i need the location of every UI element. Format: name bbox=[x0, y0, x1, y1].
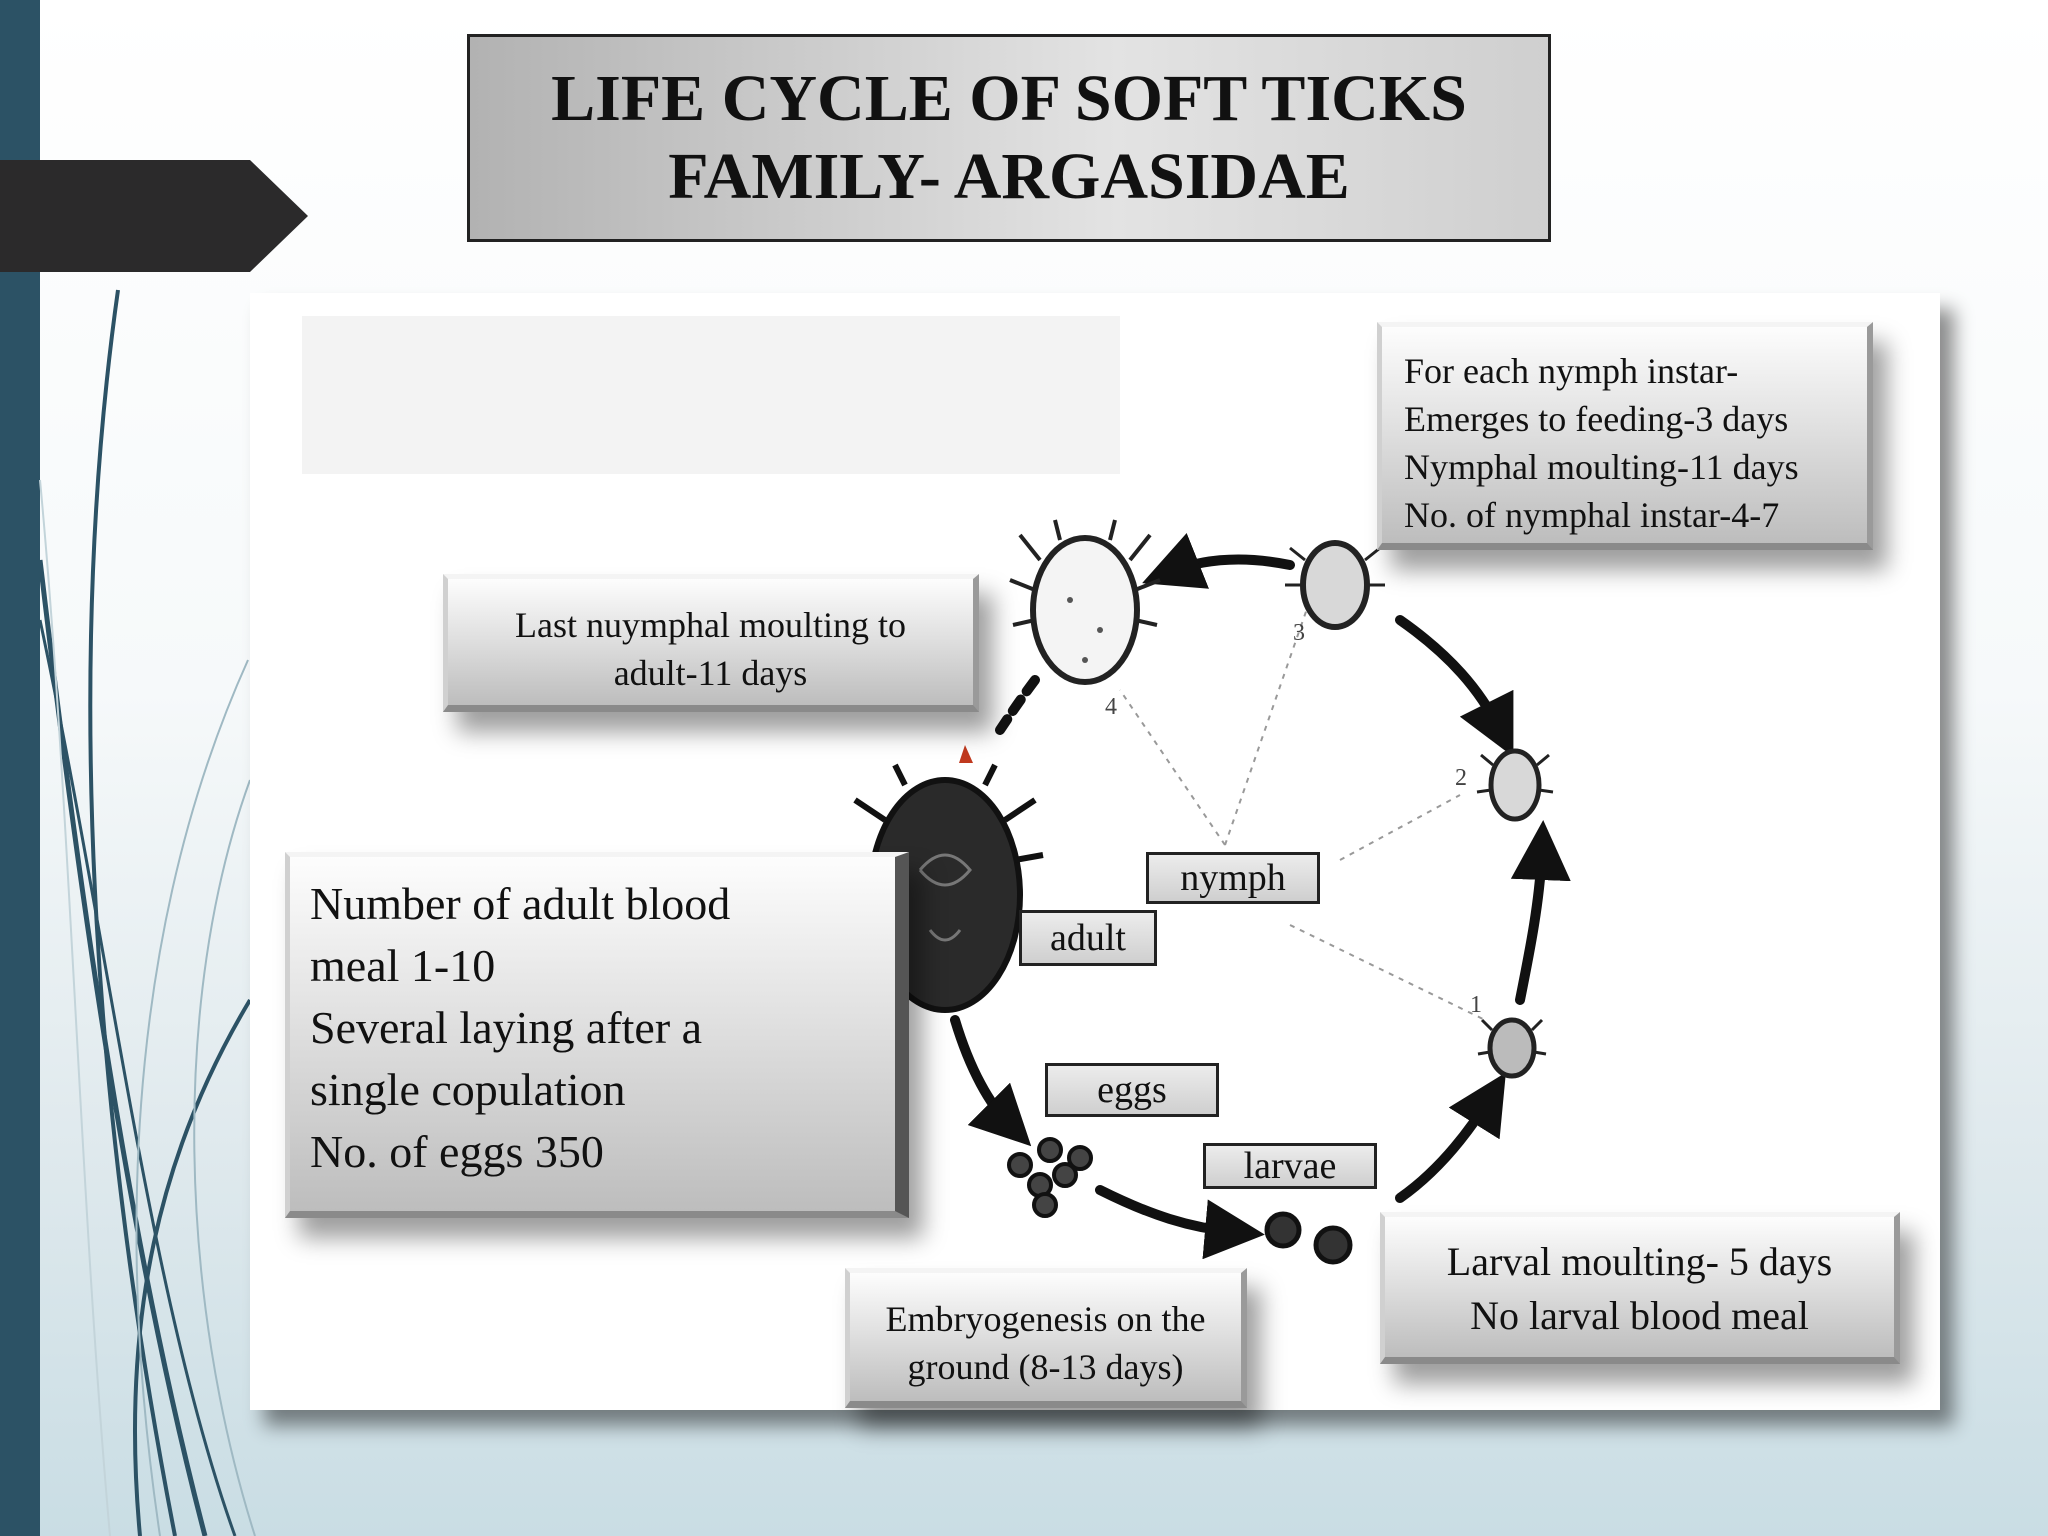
last-moult-line-2: adult-11 days bbox=[613, 653, 808, 693]
nymph-info-line-3: Nymphal moulting-11 days bbox=[1404, 447, 1799, 487]
adult-info-line-3: Several laying after a bbox=[310, 1002, 703, 1053]
title-line-2: FAMILY- ARGASIDAE bbox=[668, 140, 1350, 213]
blank-panel bbox=[302, 316, 1120, 474]
adult-label: adult bbox=[1019, 910, 1157, 966]
last-moult-box: Last nuymphal moulting to adult-11 days bbox=[443, 574, 979, 712]
arrow-nymph1-to-nymph2 bbox=[1510, 820, 1571, 1005]
larvae-label: larvae bbox=[1203, 1143, 1377, 1189]
arrow-nymph3-to-nymph4 bbox=[1142, 533, 1295, 589]
embryo-line-2: ground (8-13 days) bbox=[907, 1347, 1184, 1387]
larval-line-1: Larval moulting- 5 days bbox=[1446, 1239, 1833, 1284]
nymph-info-line-2: Emerges to feeding-3 days bbox=[1404, 399, 1789, 439]
arrow-eggs-to-larvae bbox=[1095, 1185, 1265, 1260]
arrow-nymph2-to-nymph3 bbox=[1395, 615, 1514, 757]
arrow-larvae-to-nymph1 bbox=[1395, 1072, 1506, 1203]
adult-info-line-1: Number of adult blood bbox=[310, 878, 731, 929]
slide-title: LIFE CYCLE OF SOFT TICKS FAMILY- ARGASID… bbox=[467, 34, 1551, 242]
embryo-line-1: Embryogenesis on the bbox=[885, 1299, 1206, 1339]
stage-numbers: 1 2 3 4 bbox=[1105, 620, 1482, 1018]
nymph-info-box: For each nymph instar- Emerges to feedin… bbox=[1377, 322, 1873, 550]
nymph-label: nymph bbox=[1146, 852, 1320, 904]
last-moult-line-1: Last nuymphal moulting to bbox=[515, 605, 906, 645]
nymph-info-line-1: For each nymph instar- bbox=[1404, 351, 1739, 391]
embryogenesis-box: Embryogenesis on the ground (8-13 days) bbox=[845, 1268, 1247, 1408]
nymph-1-tick bbox=[1477, 1017, 1547, 1079]
stage-number-2: 2 bbox=[1455, 765, 1467, 791]
egg-cluster bbox=[1007, 1137, 1093, 1218]
decorative-curves bbox=[37, 289, 256, 1536]
stage-number-4: 4 bbox=[1105, 694, 1117, 720]
nymph-3-tick bbox=[1285, 540, 1385, 630]
dotted-spokes bbox=[1119, 599, 1486, 1021]
nymph-4-tick bbox=[1009, 519, 1161, 685]
adult-info-line-2: meal 1-10 bbox=[310, 940, 496, 991]
cycle-arrows bbox=[950, 533, 1571, 1260]
stage-number-1: 1 bbox=[1470, 992, 1482, 1018]
stage-number-3: 3 bbox=[1293, 620, 1305, 646]
arrow-tab bbox=[0, 160, 308, 272]
eggs-label: eggs bbox=[1045, 1063, 1219, 1117]
adult-info-line-4: single copulation bbox=[310, 1064, 626, 1115]
nymph-info-line-4: No. of nymphal instar-4-7 bbox=[1404, 495, 1780, 535]
larval-info-box: Larval moulting- 5 days No larval blood … bbox=[1380, 1212, 1900, 1364]
adult-info-box: Number of adult blood meal 1-10 Several … bbox=[285, 852, 909, 1218]
arrow-nymph4-to-adult bbox=[995, 675, 1040, 735]
nymph-2-tick bbox=[1476, 748, 1554, 822]
red-marker bbox=[959, 745, 973, 763]
arrow-adult-to-eggs bbox=[950, 1015, 1032, 1147]
larvae-cluster bbox=[1264, 1211, 1353, 1265]
larval-line-2: No larval blood meal bbox=[1470, 1293, 1809, 1338]
title-line-1: LIFE CYCLE OF SOFT TICKS bbox=[551, 62, 1467, 135]
adult-info-line-5: No. of eggs 350 bbox=[310, 1126, 604, 1177]
